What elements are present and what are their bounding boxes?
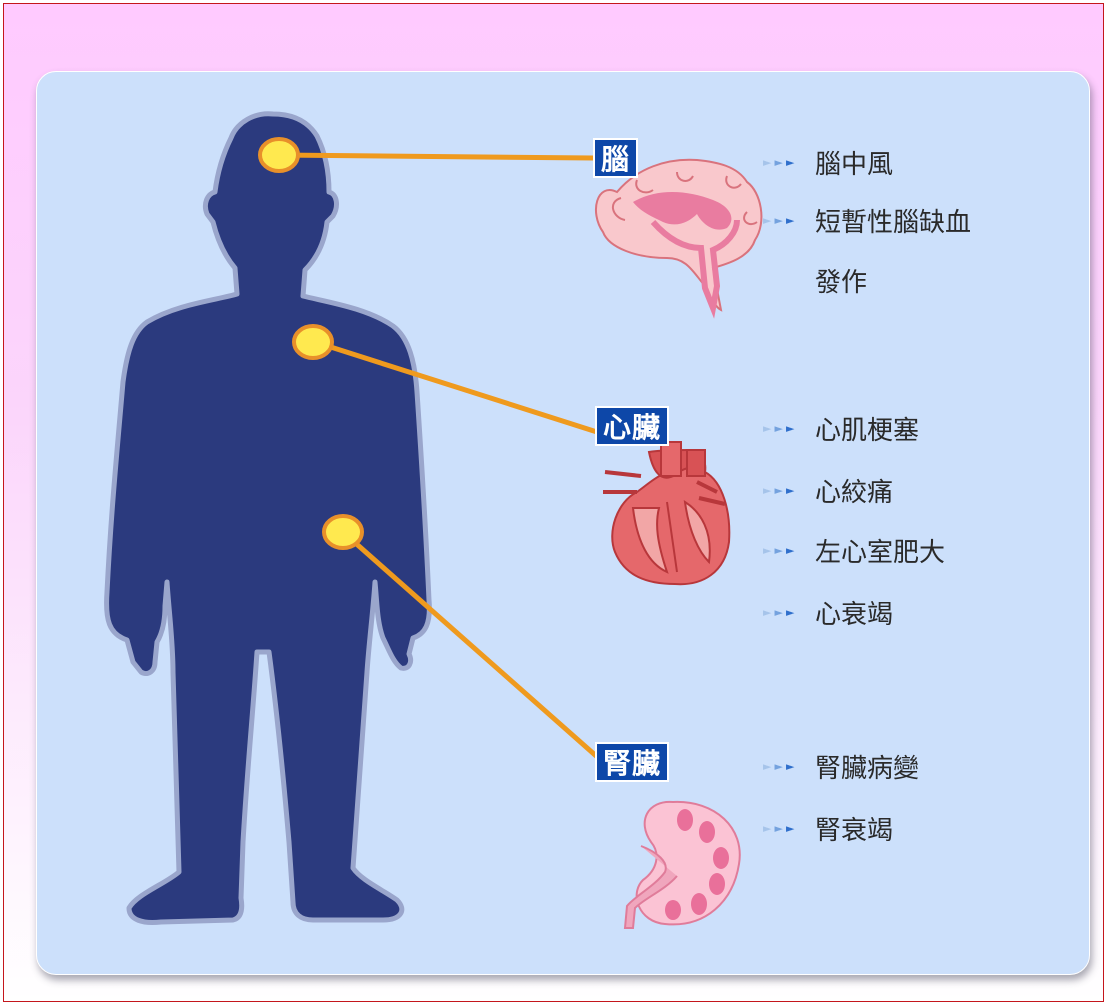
condition-label: 心肌梗塞 bbox=[815, 410, 919, 447]
triple-arrow-bullet-icon: ►►► bbox=[763, 156, 815, 169]
condition-item: ►►► 腦中風 bbox=[763, 144, 893, 181]
condition-label: 腎臟病變 bbox=[815, 748, 919, 785]
diagram-panel: 腦 ►►► 腦中風 ►►► 短暫性腦缺血 發作 心臟 ►►► 心肌梗塞 ►►► … bbox=[36, 71, 1090, 975]
triple-arrow-bullet-icon: ►►► bbox=[763, 760, 815, 773]
condition-item: ►►► 心絞痛 bbox=[763, 472, 893, 509]
page-frame: 腦 ►►► 腦中風 ►►► 短暫性腦缺血 發作 心臟 ►►► 心肌梗塞 ►►► … bbox=[3, 3, 1104, 1002]
human-silhouette bbox=[107, 114, 430, 923]
condition-label: 左心室肥大 bbox=[815, 532, 945, 569]
condition-item: ►►► 腎衰竭 bbox=[763, 810, 893, 847]
condition-item: ►►► 左心室肥大 bbox=[763, 532, 945, 569]
triple-arrow-bullet-icon: ►►► bbox=[763, 822, 815, 835]
condition-label: 短暫性腦缺血 bbox=[815, 202, 971, 239]
brain-connector-line bbox=[279, 155, 593, 158]
condition-item: ►►► 心肌梗塞 bbox=[763, 410, 919, 447]
kidney-icon bbox=[625, 802, 740, 928]
brain-icon bbox=[596, 160, 761, 310]
heart-marker bbox=[294, 326, 332, 358]
triple-arrow-bullet-icon: ►►► bbox=[763, 214, 815, 227]
condition-label: 腎衰竭 bbox=[815, 810, 893, 847]
triple-arrow-bullet-icon: ►►► bbox=[763, 544, 815, 557]
condition-label: 心絞痛 bbox=[815, 472, 893, 509]
triple-arrow-bullet-icon: ►►► bbox=[763, 484, 815, 497]
kidney-connector-line bbox=[343, 532, 603, 762]
kidney-marker bbox=[324, 516, 362, 548]
condition-label: 心衰竭 bbox=[815, 594, 893, 631]
brain-marker bbox=[260, 139, 298, 171]
triple-arrow-bullet-icon: ►►► bbox=[763, 606, 815, 619]
condition-item: ►►► 心衰竭 bbox=[763, 594, 893, 631]
condition-label: 腦中風 bbox=[815, 144, 893, 181]
kidney-label-badge: 腎臟 bbox=[595, 742, 669, 782]
brain-label-badge: 腦 bbox=[593, 138, 638, 178]
condition-continuation: 發作 bbox=[815, 262, 867, 299]
heart-icon bbox=[603, 442, 729, 584]
heart-label-badge: 心臟 bbox=[595, 406, 669, 446]
triple-arrow-bullet-icon: ►►► bbox=[763, 422, 815, 435]
condition-item: ►►► 短暫性腦缺血 bbox=[763, 202, 971, 239]
condition-item: ►►► 腎臟病變 bbox=[763, 748, 919, 785]
